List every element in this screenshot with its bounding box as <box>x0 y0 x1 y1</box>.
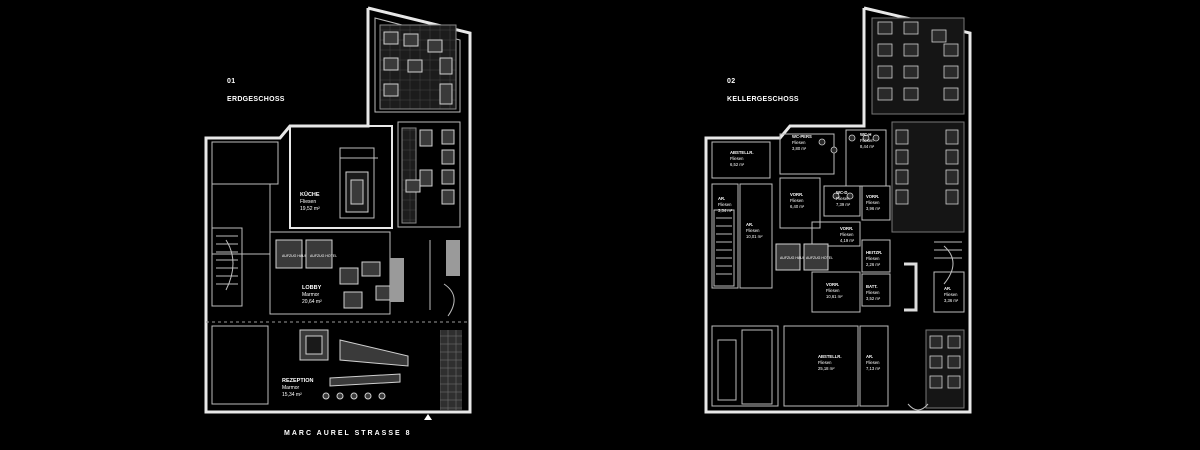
elevator-hotel-icon <box>305 239 333 269</box>
room-area-abstell2: 25,18 m² <box>818 366 835 371</box>
room-name-wcd: WC-D <box>836 190 847 195</box>
room-material-ar2: Fliesen <box>746 228 760 233</box>
room-name-heiz: HEITZR. <box>866 250 882 255</box>
room-name-ar2: AR. <box>746 222 753 227</box>
room-area-rezeption: 15,34 m² <box>282 392 302 398</box>
room-area-kueche: 19,52 m² <box>300 206 320 212</box>
room-name-kueche: KÜCHE <box>300 191 320 198</box>
room-material-batt: Fliesen <box>866 290 880 295</box>
room-name-vorr4: VORR. <box>826 282 839 287</box>
room-material-ar3: Fliesen <box>944 292 958 297</box>
elevator-haus-label: AUFZUG HAUS <box>282 254 308 258</box>
room-area-vorr2: 3,96 m² <box>866 206 881 211</box>
room-area-wcd: 7,39 m² <box>836 202 851 207</box>
room-material-wcpers: Fliesen <box>792 140 806 145</box>
basement-elevator-hotel-label: AUFZUG HOTEL <box>806 256 833 260</box>
room-name-lobby: LOBBY <box>302 285 322 291</box>
room-name-vorr3: VORR. <box>840 226 853 231</box>
room-area-ar2: 10,01 m² <box>746 234 763 239</box>
room-material-abstell1: Fliesen <box>730 156 744 161</box>
room-material-vorr3: Fliesen <box>840 232 854 237</box>
room-material-vorr4: Fliesen <box>826 288 840 293</box>
basement-elevator-hotel-icon <box>803 243 829 271</box>
room-name-rezeption: REZEPTION <box>282 378 314 384</box>
toilet-icons <box>818 134 880 200</box>
elevator-hotel-label: AUFZUG HOTEL <box>310 254 337 258</box>
room-name-batt: BATT. <box>866 284 878 289</box>
room-material-kueche: Fliesen <box>300 199 316 205</box>
room-name-abstell1: ABSTELLR. <box>730 150 754 155</box>
plan-title-ground: ERDGESCHOSS <box>227 96 285 103</box>
ground-floor-plan: KÜCHE Fliesen 19,52 m² AUFZUG HAUS AUFZU… <box>204 6 472 420</box>
room-name-ar4: AR. <box>866 354 873 359</box>
room-name-ar1: AR. <box>718 196 725 201</box>
room-area-heiz: 2,26 m² <box>866 262 881 267</box>
room-area-abstell1: 6,52 m² <box>730 162 745 167</box>
room-area-vorr1: 6,40 m² <box>790 204 805 209</box>
room-material-ar1: Fliesen <box>718 202 732 207</box>
room-area-ar4: 7,13 m² <box>866 366 881 371</box>
stair-left-icon <box>216 235 238 291</box>
reception-stools <box>322 392 386 400</box>
room-name-ar3: AR. <box>944 286 951 291</box>
elevator-haus-icon <box>275 239 303 269</box>
room-material-lobby: Marmor <box>302 292 320 298</box>
entrance-arrow-icon <box>424 414 432 420</box>
room-material-wcd: Fliesen <box>836 196 850 201</box>
room-material-ar4: Fliesen <box>866 360 880 365</box>
basement-plan: AUFZUG HAUS AUFZUG HOTEL ABSTELLR. Flies… <box>704 6 972 414</box>
room-material-abstell2: Fliesen <box>818 360 832 365</box>
street-label: MARC AUREL STRASSE 8 <box>284 430 412 437</box>
room-name-wcpers: WC-PERS <box>792 134 812 139</box>
room-material-vorr2: Fliesen <box>866 200 880 205</box>
room-name-vorr2: VORR. <box>866 194 879 199</box>
room-area-ar3: 3,36 m² <box>944 298 959 303</box>
room-area-lobby: 20,64 m² <box>302 299 322 305</box>
room-area-vorr4: 10,61 m² <box>826 294 843 299</box>
room-material-wch: Fliesen <box>860 138 874 143</box>
basement-elevator-haus-label: AUFZUG HAUS <box>780 256 806 260</box>
room-area-batt: 3,52 m² <box>866 296 881 301</box>
room-area-wch: 8,44 m² <box>860 144 875 149</box>
room-material-heiz: Fliesen <box>866 256 880 261</box>
room-area-vorr3: 4,19 m² <box>840 238 855 243</box>
plan-number-ground: 01 <box>227 78 236 85</box>
room-area-wcpers: 3,80 m² <box>792 146 807 151</box>
room-area-ar1: 3,34 m² <box>718 208 733 213</box>
room-name-abstell2: ABSTELLR. <box>818 354 842 359</box>
plan-title-basement: KELLERGESCHOSS <box>727 96 799 103</box>
plan-number-basement: 02 <box>727 78 736 85</box>
room-name-wch: WC-H <box>860 132 871 137</box>
room-material-vorr1: Fliesen <box>790 198 804 203</box>
room-name-vorr1: VORR. <box>790 192 803 197</box>
room-material-rezeption: Marmor <box>282 385 300 391</box>
basement-elevator-haus-icon <box>775 243 801 271</box>
